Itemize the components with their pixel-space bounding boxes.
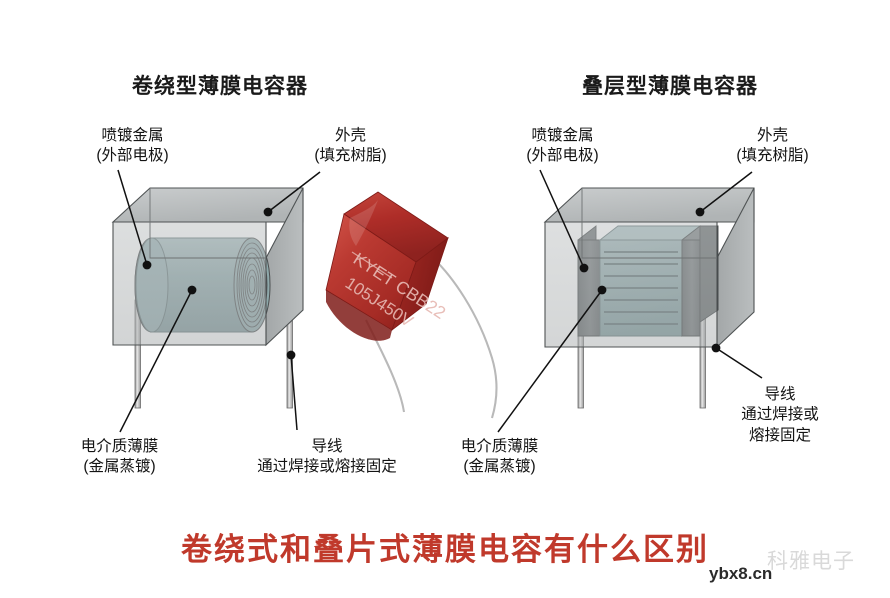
right-label-sprayed-metal-line1: 喷镀金属	[531, 127, 594, 144]
right-case-front	[544, 221, 718, 348]
center-capacitor-photo: KYET CBB22 105J450V	[325, 191, 498, 419]
left-label-lead-wire: 导线 通过焊接或熔接固定	[212, 437, 442, 478]
right-label-dielectric-film: 电介质薄膜 (金属蒸镀)	[412, 437, 587, 478]
left-label-dielectric-line1: 电介质薄膜	[80, 438, 159, 455]
right-label-case-line1: 外壳	[756, 127, 788, 144]
right-label-lead-line3: 熔接固定	[748, 426, 811, 444]
left-case-front	[112, 221, 267, 346]
right-label-lead-wire: 导线 通过焊接或 熔接固定	[700, 385, 860, 446]
left-label-sprayed-metal: 喷镀金属 (外部电极)	[50, 126, 215, 167]
left-label-dielectric-film: 电介质薄膜 (金属蒸镀)	[32, 437, 207, 478]
watermark-company: 科雅电子	[767, 550, 855, 573]
right-label-dielectric-line1: 电介质薄膜	[460, 438, 539, 455]
right-label-dielectric-line2: (金属蒸镀)	[463, 458, 536, 476]
right-label-sprayed-metal-line2: (外部电极)	[526, 147, 599, 165]
left-label-case-line1: 外壳	[334, 127, 366, 144]
left-label-case: 外壳 (填充树脂)	[268, 126, 433, 167]
left-leader-lines	[117, 169, 321, 433]
left-label-sprayed-metal-line1: 喷镀金属	[101, 127, 164, 144]
right-leader-lines	[497, 169, 763, 433]
left-label-case-line2: (填充树脂)	[314, 147, 387, 165]
watermark-site: ybx8.cn	[709, 564, 773, 583]
left-diagram-title: 卷绕型薄膜电容器	[132, 75, 308, 98]
left-label-lead-line2: 通过焊接或熔接固定	[257, 458, 397, 476]
right-label-case-line2: (填充树脂)	[736, 147, 809, 165]
left-label-sprayed-metal-line2: (外部电极)	[96, 147, 169, 165]
figure-caption: 卷绕式和叠片式薄膜电容有什么区别	[181, 532, 709, 567]
right-case-right-side	[716, 187, 755, 349]
left-capacitor-illustration	[111, 169, 321, 433]
left-label-dielectric-line2: (金属蒸镀)	[83, 458, 156, 476]
right-label-case: 外壳 (填充树脂)	[690, 126, 855, 167]
right-case-top	[543, 187, 755, 223]
right-diagram-title: 叠层型薄膜电容器	[582, 75, 758, 98]
right-label-sprayed-metal: 喷镀金属 (外部电极)	[480, 126, 645, 167]
right-label-lead-line2: 通过焊接或	[741, 406, 819, 424]
left-leader-dots	[142, 207, 296, 360]
right-label-lead-line1: 导线	[764, 386, 796, 403]
right-leader-dots	[579, 207, 721, 353]
left-case-top	[111, 187, 304, 223]
left-case-right-side	[265, 187, 304, 347]
right-capacitor-illustration	[497, 169, 763, 433]
left-label-lead-line1: 导线	[311, 438, 343, 455]
